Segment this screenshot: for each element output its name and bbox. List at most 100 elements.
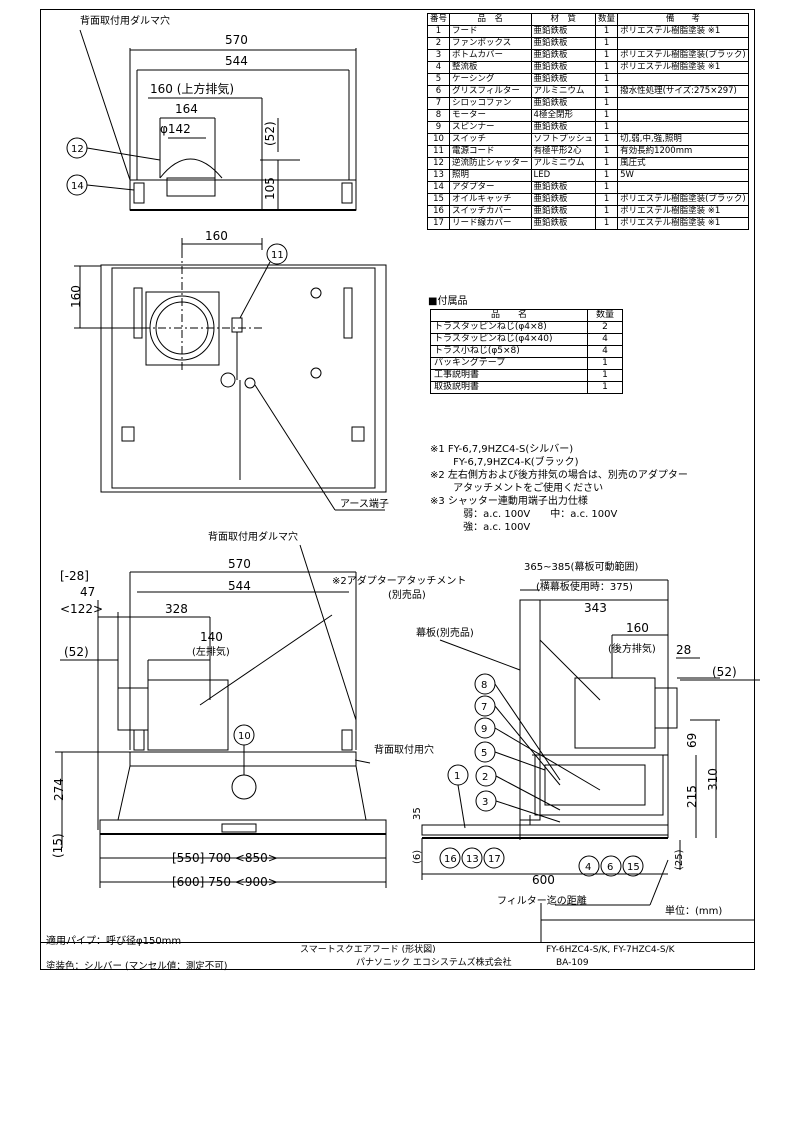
front-dim-52: (52) — [64, 645, 89, 659]
parts-cell — [617, 73, 749, 86]
parts-col-remarks: 備 考 — [617, 13, 749, 26]
front-dim-570: 570 — [228, 557, 251, 571]
parts-cell: スイッチカバー — [449, 205, 532, 218]
top-dorma-label: 背面取付用ダルマ穴 — [80, 14, 170, 27]
parts-cell: 1 — [595, 73, 619, 86]
parts-cell: 1 — [595, 145, 619, 158]
acc-cell: 4 — [587, 333, 623, 346]
acc-cell: 1 — [587, 357, 623, 370]
plan-dim-160v: 160 — [69, 285, 83, 308]
parts-cell: 亜鉛鉄板 — [530, 61, 597, 74]
parts-cell: 13 — [426, 169, 451, 182]
front-dim-122: <122> — [60, 602, 103, 616]
parts-col-no: 番号 — [426, 13, 451, 26]
parts-cell: 1 — [595, 25, 619, 38]
acc-col-qty: 数量 — [587, 309, 623, 322]
parts-cell: 1 — [595, 37, 619, 50]
front-dim-544: 544 — [228, 579, 251, 593]
acc-cell: 4 — [587, 345, 623, 358]
parts-cell: 亜鉛鉄板 — [530, 25, 597, 38]
parts-cell: 5 — [426, 73, 451, 86]
acc-cell: 1 — [587, 381, 623, 394]
parts-cell: グリスフィルター — [449, 85, 532, 98]
rear-hole-label: 背面取付用穴 — [374, 743, 434, 756]
parts-cell: 切,弱,中,強,照明 — [617, 133, 749, 146]
parts-cell: 1 — [595, 217, 619, 230]
parts-cell: 撥水性処理(サイズ:275×297) — [617, 85, 749, 98]
side-dim-600: 600 — [532, 873, 555, 887]
parts-cell: シロッコファン — [449, 97, 532, 110]
parts-cell: 1 — [595, 169, 619, 182]
front-dim-328: 328 — [165, 602, 188, 616]
parts-cell: 2 — [426, 37, 451, 50]
parts-cell: 5W — [617, 169, 749, 182]
parts-cell: 4 — [426, 61, 451, 74]
side-dim-365: 365~385(幕板可動範囲) — [524, 560, 638, 573]
parts-cell — [617, 109, 749, 122]
callout-3: 3 — [482, 797, 488, 808]
parts-cell: 8 — [426, 109, 451, 122]
acc-cell: 取扱説明書 — [430, 381, 588, 394]
side-dim-28: 28 — [676, 643, 691, 657]
front-dim-600: [600] 750 <900> — [172, 875, 278, 889]
parts-cell: 亜鉛鉄板 — [530, 181, 597, 194]
acc-cell: トラスタッピンねじ(φ4×40) — [430, 333, 588, 346]
note-line: FY-6,7,9HZC4-K(ブラック) — [430, 457, 579, 468]
acc-cell: トラスタッピンねじ(φ4×8) — [430, 321, 588, 334]
front-dim-140: 140 — [200, 630, 223, 644]
parts-cell: 亜鉛鉄板 — [530, 49, 597, 62]
acc-cell: 2 — [587, 321, 623, 334]
parts-cell: 風圧式 — [617, 157, 749, 170]
parts-cell — [617, 121, 749, 134]
parts-cell: リード線カバー — [449, 217, 532, 230]
side-dim-69: 69 — [685, 733, 699, 748]
acc-header-row: 品 名 数量 — [430, 309, 623, 322]
parts-cell: 有極平形2心 — [530, 145, 597, 158]
side-dim-52: (52) — [712, 665, 737, 679]
parts-cell: 3 — [426, 49, 451, 62]
callout-16: 16 — [444, 854, 457, 865]
parts-cell: 亜鉛鉄板 — [530, 217, 597, 230]
callout-1: 1 — [454, 771, 460, 782]
parts-cell: ポリエステル樹脂塗装 ※1 — [617, 205, 749, 218]
parts-cell — [617, 37, 749, 50]
parts-cell: アルミニウム — [530, 157, 597, 170]
drawing-frame — [40, 9, 755, 970]
parts-cell: ファンボックス — [449, 37, 532, 50]
spec-notes: ※1 FY-6,7,9HZC4-S(シルバー) FY-6,7,9HZC4-K(ブ… — [430, 443, 688, 534]
callout-10: 10 — [238, 731, 251, 742]
parts-cell: 1 — [595, 193, 619, 206]
callout-2: 2 — [482, 772, 488, 783]
filter-distance-label: フィルター迄の距離 — [497, 894, 587, 907]
title-number: FY-6HZC4-S/K, FY-7HZC4-S/K — [546, 945, 675, 955]
pipe-spec: 適用パイプ：呼び径φ150mm — [46, 936, 182, 947]
callout-5: 5 — [481, 748, 487, 759]
callout-17: 17 — [488, 854, 501, 865]
parts-cell: 1 — [595, 49, 619, 62]
callout-9: 9 — [481, 724, 487, 735]
parts-cell: 亜鉛鉄板 — [530, 193, 597, 206]
parts-cell: ボトムカバー — [449, 49, 532, 62]
parts-cell: オイルキャッチ — [449, 193, 532, 206]
parts-cell: ソフトプッシュ — [530, 133, 597, 146]
callout-8: 8 — [481, 680, 487, 691]
parts-cell: 16 — [426, 205, 451, 218]
parts-cell: アルミニウム — [530, 85, 597, 98]
side-dim-310: 310 — [706, 768, 720, 791]
acc-row: トラスタッピンねじ(φ4×40)4 — [430, 333, 623, 346]
title-block: スマートスクエアフード (形状図)FY-6HZC4-S/K, FY-7HZC4-… — [296, 944, 755, 970]
